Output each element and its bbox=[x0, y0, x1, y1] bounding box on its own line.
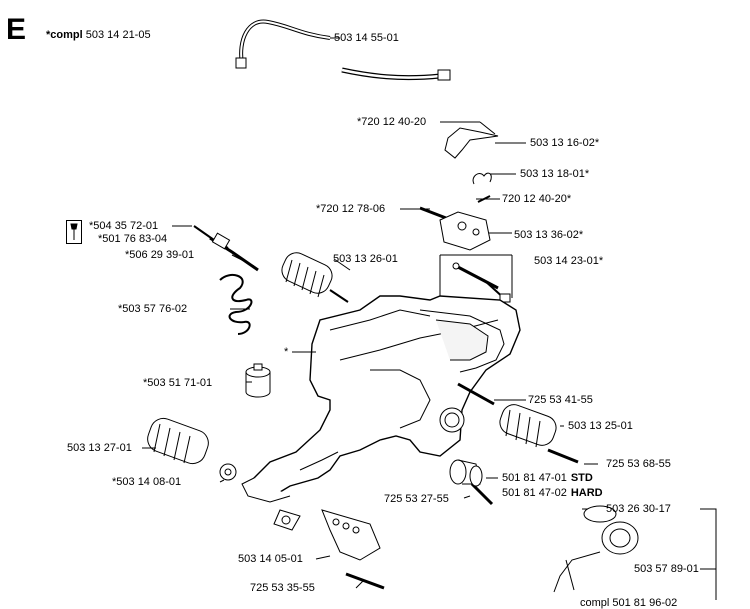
part-label-p28: compl 501 81 96-02 bbox=[580, 597, 678, 609]
part-label-p14: * bbox=[284, 346, 289, 358]
part-label-p1: 503 14 55-01 bbox=[334, 32, 399, 44]
screw-725-53-35-55 bbox=[345, 572, 385, 590]
pin-720-12-78-06 bbox=[419, 206, 447, 220]
part-label-p7: 503 13 36-02* bbox=[514, 229, 584, 241]
part-tag-std: STD bbox=[570, 472, 593, 484]
part-number-p20: 501 81 47-01 bbox=[502, 472, 567, 484]
compl-prefix: *compl bbox=[46, 29, 83, 41]
bracket-503-14-05-01 bbox=[321, 509, 381, 561]
part-label-p5: 720 12 40-20* bbox=[502, 193, 572, 205]
section-header: *compl 503 14 21-05 bbox=[46, 29, 151, 41]
part-label-p27: 725 53 35-55 bbox=[250, 582, 315, 594]
part-label-p17: 503 13 25-01 bbox=[568, 420, 633, 432]
rubber-bumper-503-13-27-01 bbox=[147, 417, 209, 465]
part-number-p21: 501 81 47-02 bbox=[502, 487, 567, 499]
fuel-cap bbox=[553, 505, 639, 593]
section-letter: E bbox=[6, 13, 27, 46]
compl-number: 503 14 21-05 bbox=[85, 29, 151, 41]
part-label-p4: 503 13 18-01* bbox=[520, 168, 590, 180]
part-label-p18: 503 13 27-01 bbox=[67, 442, 132, 454]
tank-housing bbox=[253, 295, 521, 493]
part-label-p26: 503 57 89-01 bbox=[634, 563, 699, 575]
throttle-lockout bbox=[439, 211, 491, 251]
screwdriver-icon bbox=[66, 220, 82, 244]
part-tag-hard: HARD bbox=[570, 487, 603, 499]
throttle-cable-upper bbox=[239, 19, 331, 65]
part-label-p13: *503 57 76-02 bbox=[118, 303, 188, 315]
part-label-p12: 503 14 23-01* bbox=[534, 255, 604, 267]
screw-725-53-27-55 bbox=[470, 482, 494, 506]
part-label-p3: 503 13 16-02* bbox=[530, 137, 600, 149]
part-label-p15: *503 51 71-01 bbox=[143, 377, 213, 389]
washer-503-14-08-01 bbox=[219, 463, 237, 481]
coil-spring bbox=[219, 273, 253, 335]
fuel-filter-503-51-71-01 bbox=[245, 363, 271, 398]
screw-725-53-68-55 bbox=[547, 448, 579, 464]
part-label-p23: 725 53 27-55 bbox=[384, 493, 449, 505]
part-label-p22: *503 14 08-01 bbox=[112, 476, 182, 488]
part-label-p24: 503 26 30-17 bbox=[606, 503, 671, 515]
part-label-p9: *501 76 83-04 bbox=[98, 233, 168, 245]
rubber-bumper-503-13-26-01 bbox=[281, 252, 349, 303]
screw-725-53-41-55 bbox=[457, 382, 495, 406]
trigger-spring bbox=[472, 172, 492, 185]
part-label-p25: 503 14 05-01 bbox=[238, 553, 303, 565]
part-label-p16: 725 53 41-55 bbox=[528, 394, 593, 406]
part-label-p11: 503 13 26-01 bbox=[333, 253, 398, 265]
part-label-p8: *504 35 72-01 bbox=[89, 220, 159, 232]
throttle-trigger bbox=[444, 127, 499, 159]
part-label-p19: 725 53 68-55 bbox=[606, 458, 671, 470]
part-label-p6: *720 12 78-06 bbox=[316, 203, 386, 215]
part-label-p10: *506 29 39-01 bbox=[125, 249, 195, 261]
part-label-p2: *720 12 40-20 bbox=[357, 116, 427, 128]
anti-vibration-buffer bbox=[449, 459, 483, 487]
rubber-bumper-503-13-25-01 bbox=[499, 404, 557, 448]
screw-503-14-23-01 bbox=[455, 264, 499, 290]
